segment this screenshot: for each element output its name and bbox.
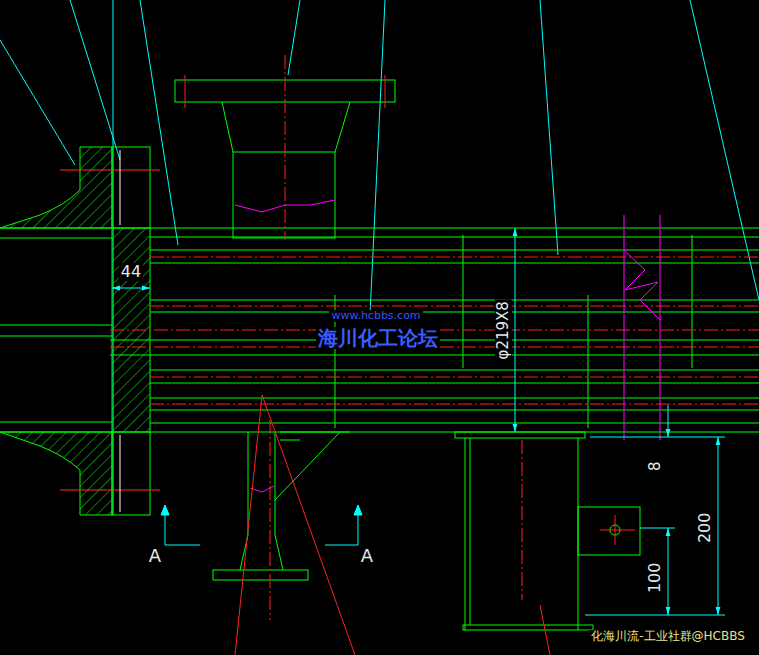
dimension-text: 200 <box>696 511 714 546</box>
section-mark: A <box>359 546 375 566</box>
watermark: 海川化工论坛 <box>316 327 440 349</box>
watermark: 化海川流-工业社群@HCBBS <box>589 630 747 643</box>
watermark: www.hcbbs.com <box>329 310 422 322</box>
dimension-text: 100 <box>646 561 664 596</box>
dimension-text: φ219X8 <box>495 299 512 361</box>
dimension-text: 44 <box>119 263 143 281</box>
section-mark: A <box>147 546 163 566</box>
dimension-text: 8 <box>647 459 664 473</box>
